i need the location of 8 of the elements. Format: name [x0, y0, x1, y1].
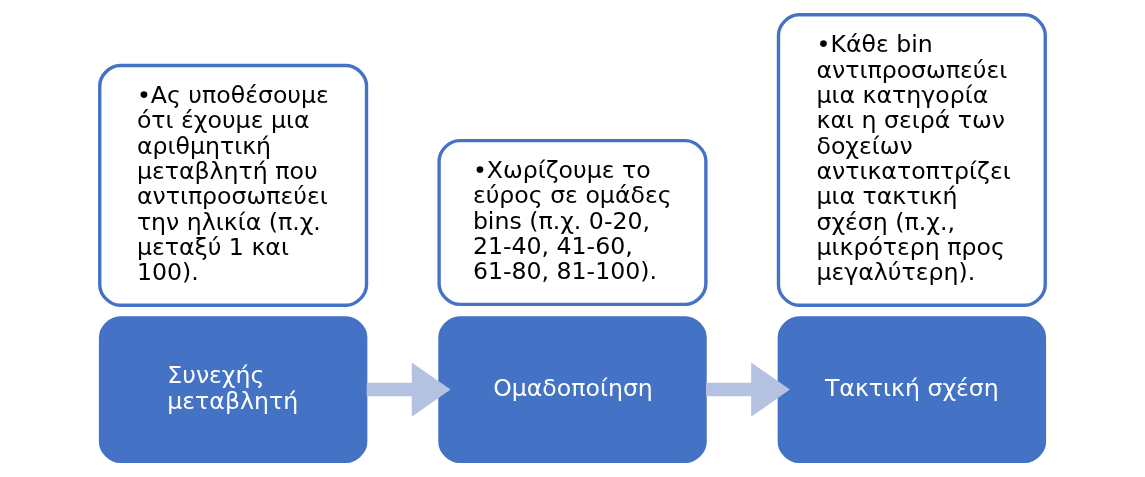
arrow: [706, 362, 790, 417]
node-box: •Κάθε bin αντιπροσωπεύει μια κατηγορία και η σειρά των δοχείων αντικατοπτρίζει μια τακτική σχέση (π.χ., μικρότερη προς μεγαλύτερη).: [776, 13, 1047, 307]
node-box: Συνεχής μεταβλητή: [98, 316, 368, 464]
arrow: [366, 362, 451, 417]
node-box: •Ας υποθέσουμε ότι έχουμε μια αριθμητική μεταβλητή που αντιπροσωπεύει την ηλικία (π.χ. μεταξύ 1 και 100).: [98, 63, 369, 307]
node-box: •Χωρίζουμε το εύρος σε ομάδες bins (π.χ. 0-20, 21-40, 41-60, 61-80, 81-100).: [437, 138, 708, 307]
node-box: Τακτική σχέση: [777, 316, 1047, 464]
node-box: Ομαδοποίηση: [438, 316, 707, 464]
